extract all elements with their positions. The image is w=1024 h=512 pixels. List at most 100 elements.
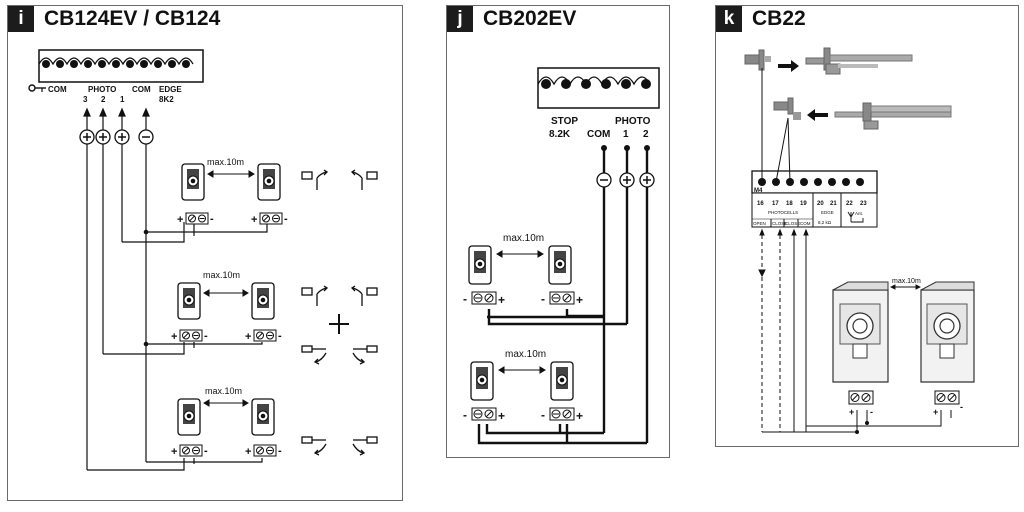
- panel-title: CB22: [752, 7, 806, 30]
- distance-label: max.10m: [505, 349, 546, 360]
- plug-connector-icon: [773, 97, 801, 120]
- label-antenna: Ant.: [855, 211, 863, 216]
- distance-label: max.10m: [203, 270, 240, 280]
- panel-letter: j: [447, 6, 473, 32]
- photocell-tx: [832, 281, 889, 383]
- distance-label: max.10m: [503, 233, 544, 244]
- label-terminal-3: 3: [83, 95, 88, 104]
- plus-sign: +: [933, 407, 938, 417]
- plus-sign: +: [576, 409, 583, 423]
- photocell-rx: [251, 398, 275, 436]
- connector-block: [259, 212, 283, 225]
- label-terminal-17: 17: [772, 201, 779, 207]
- panel-title: CB202EV: [483, 7, 577, 30]
- plug-connector-icon: [744, 49, 771, 71]
- terminal-arrows: [83, 107, 150, 130]
- distance-label: max.10m: [892, 278, 921, 285]
- terminal-block: [751, 170, 878, 228]
- wires: [477, 148, 649, 445]
- gate-closing-icon: [301, 436, 327, 456]
- plus-sign: +: [498, 409, 505, 423]
- label-terminal-18: 18: [786, 201, 793, 207]
- distance-arrow: [203, 399, 249, 407]
- photocell-tx: [468, 245, 492, 285]
- minus-sign: -: [210, 213, 214, 225]
- label-terminal-19: 19: [800, 201, 807, 207]
- gate-opening-icon: [301, 285, 329, 306]
- label-com: COM: [132, 85, 151, 94]
- connector-block: [848, 390, 874, 405]
- photocell-rx: [257, 163, 281, 201]
- label-terminal-2: 2: [101, 95, 106, 104]
- antenna-icon: [847, 211, 864, 223]
- gate-opening-icon: [350, 169, 378, 190]
- panel-cb22: k CB22: [715, 5, 1019, 447]
- label-close: CLOSE: [772, 221, 787, 226]
- minus-sign: -: [960, 402, 963, 412]
- label-close: CLOSE: [785, 221, 800, 226]
- plus-sign: +: [498, 293, 505, 307]
- label-8-2k: 8.2K: [549, 129, 571, 140]
- minus-sign: -: [204, 445, 208, 457]
- photocell-tx: [470, 361, 494, 401]
- minus-sign: -: [463, 292, 467, 306]
- terminal-block: [38, 49, 204, 83]
- distance-arrow: [496, 250, 544, 258]
- plus-sign: +: [245, 331, 251, 343]
- plug-connector-icon: [834, 102, 952, 130]
- gate-closing-icon: [301, 345, 327, 365]
- photocell-tx: [177, 398, 201, 436]
- connector-block: [549, 291, 575, 305]
- plug-connector-icon: [805, 47, 913, 75]
- wiring-diagram-cb202ev: STOP PHOTO 8.2K COM 1 2: [463, 67, 660, 445]
- label-photocells: PHOTOCELLS: [768, 210, 798, 215]
- connector-block: [934, 390, 960, 405]
- label-photo: PHOTO: [615, 116, 651, 127]
- minus-sign: -: [463, 408, 467, 422]
- wires: [761, 235, 952, 433]
- panel-cb202ev: j CB202EV STOP PHOTO 8.2K COM 1 2: [446, 5, 670, 458]
- photocell-rx: [251, 282, 275, 320]
- wiring-diagram-cb124: COM PHOTO COM EDGE 3 2 1 8K2: [28, 49, 378, 471]
- plus-sign: +: [245, 446, 251, 458]
- connector-block: [179, 444, 203, 457]
- label-terminal-16: 16: [757, 201, 764, 207]
- photocell-rx: [550, 361, 574, 401]
- label-m4: M4: [754, 188, 763, 194]
- plus-combine-icon: [329, 314, 349, 334]
- connector-block: [185, 212, 209, 225]
- label-stop: STOP: [551, 116, 578, 127]
- minus-sign: -: [870, 407, 873, 417]
- plus-sign: +: [251, 214, 257, 226]
- label-terminal-20: 20: [817, 201, 824, 207]
- plus-sign: +: [177, 214, 183, 226]
- label-com: COM: [587, 129, 610, 140]
- label-terminal-21: 21: [830, 201, 837, 207]
- gate-opening-icon: [350, 285, 378, 306]
- label-com: COM: [800, 221, 811, 226]
- plus-sign: +: [849, 407, 854, 417]
- gate-closing-icon: [352, 345, 378, 365]
- plus-sign: +: [171, 331, 177, 343]
- left-arrow-icon: [807, 109, 828, 121]
- gate-closing-icon: [352, 436, 378, 456]
- connector-block: [471, 291, 497, 305]
- minus-sign: -: [204, 330, 208, 342]
- plus-sign: +: [171, 446, 177, 458]
- label-8k2: 8K2: [159, 95, 174, 104]
- label-edge: EDGE: [159, 85, 182, 94]
- panel-letter: i: [8, 6, 34, 32]
- label-com: COM: [48, 85, 67, 94]
- minus-sign: -: [278, 330, 282, 342]
- distance-arrow: [203, 289, 249, 297]
- connector-block: [549, 407, 575, 421]
- label-photo: PHOTO: [88, 85, 116, 94]
- photocell-tx: [177, 282, 201, 320]
- label-open: OPEN: [753, 221, 766, 226]
- distance-arrow: [498, 366, 546, 374]
- distance-label: max.10m: [205, 386, 242, 396]
- label-terminal-22: 22: [846, 201, 853, 207]
- connector-block: [253, 444, 277, 457]
- minus-sign: -: [278, 445, 282, 457]
- label-8-2-kohm: 8,2 kΩ: [818, 220, 832, 225]
